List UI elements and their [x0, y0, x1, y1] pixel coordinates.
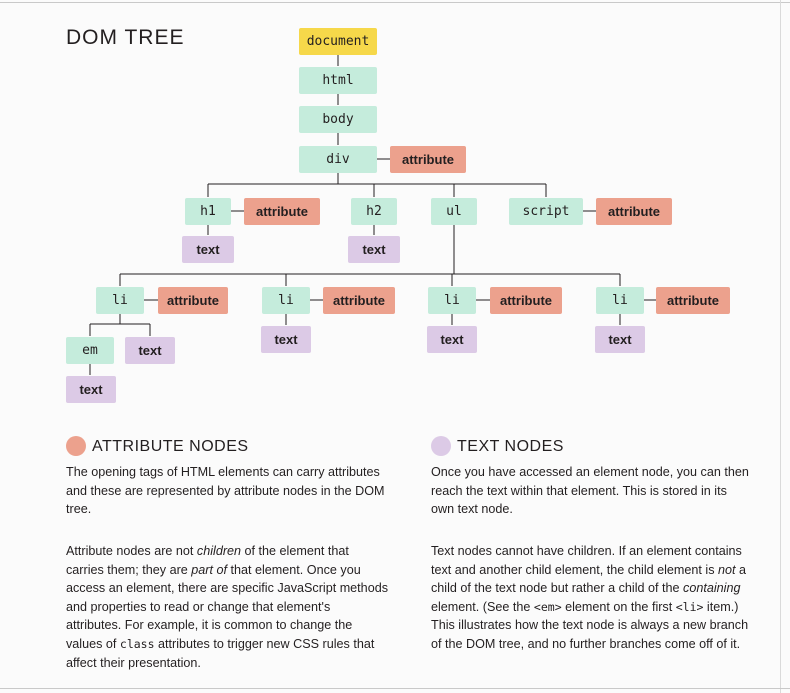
- text-p2-emphasis-not: not: [718, 562, 736, 577]
- li-attribute-node-1: attribute: [158, 287, 228, 314]
- page-title: DOM TREE: [66, 26, 185, 49]
- page-edge: [780, 0, 781, 693]
- script-node: script: [509, 198, 583, 225]
- attribute-paragraph-2: Attribute nodes are not children of the …: [66, 542, 388, 672]
- li-node-3: li: [428, 287, 476, 314]
- li-attribute-node-3: attribute: [490, 287, 562, 314]
- h2-text-node: text: [348, 236, 400, 263]
- text-p2-text-a: Text nodes cannot have children. If an e…: [431, 544, 742, 577]
- li-attribute-node-4: attribute: [656, 287, 730, 314]
- text-paragraph-2: Text nodes cannot have children. If an e…: [431, 542, 759, 654]
- text-p2-text-d: element on the first: [561, 599, 676, 614]
- text-legend-dot: [431, 436, 451, 456]
- li-node-4: li: [596, 287, 644, 314]
- script-attribute-node: attribute: [596, 198, 672, 225]
- div-node: div: [299, 146, 377, 173]
- h2-node: h2: [351, 198, 397, 225]
- em-text-node: text: [66, 376, 116, 403]
- text-p2-emphasis-containing: containing: [683, 581, 741, 596]
- html-node: html: [299, 67, 377, 94]
- li-text-node-1: text: [125, 337, 175, 364]
- h1-attribute-node: attribute: [244, 198, 320, 225]
- li-text-node-4: text: [595, 326, 645, 353]
- text-p2-text-e: item.) This illustrates how the text nod…: [431, 599, 749, 651]
- text-p2-code-li: <li>: [675, 599, 704, 614]
- text-p2-text-c: element. (See the: [431, 599, 534, 614]
- text-p2-text-b: a child of the text node but rather a ch…: [431, 562, 747, 596]
- li-node-1: li: [96, 287, 144, 314]
- li-attribute-node-2: attribute: [323, 287, 395, 314]
- h1-node: h1: [185, 198, 231, 225]
- text-p2-code-em: <em>: [533, 599, 562, 614]
- text-nodes-heading: TEXT NODES: [457, 438, 564, 455]
- attribute-paragraph-1: The opening tags of HTML elements can ca…: [66, 465, 385, 517]
- ul-node: ul: [431, 198, 477, 225]
- li-node-2: li: [262, 287, 310, 314]
- attribute-p2-emphasis-part-of: part of: [191, 562, 227, 577]
- document-node: document: [299, 28, 377, 55]
- h1-text-node: text: [182, 236, 234, 263]
- div-attribute-node: attribute: [390, 146, 466, 173]
- attribute-legend-dot: [66, 436, 86, 456]
- attribute-nodes-heading: ATTRIBUTE NODES: [92, 438, 249, 455]
- li-text-node-2: text: [261, 326, 311, 353]
- attribute-p2-text-b: of the element that carries them; they a…: [66, 544, 349, 577]
- body-node: body: [299, 106, 377, 133]
- li-text-node-3: text: [427, 326, 477, 353]
- em-node: em: [66, 337, 114, 364]
- attribute-p2-emphasis-children: children: [196, 544, 242, 558]
- attribute-p2-text-c: that element. Once you access an element…: [66, 562, 388, 651]
- text-paragraph-1: Once you have accessed an element node, …: [431, 465, 749, 517]
- attribute-p2-text-d: attributes to trigger new CSS rules that…: [66, 636, 375, 670]
- attribute-p2-code-class: class: [119, 636, 155, 651]
- attribute-p2-text-a: Attribute nodes are not: [66, 544, 197, 558]
